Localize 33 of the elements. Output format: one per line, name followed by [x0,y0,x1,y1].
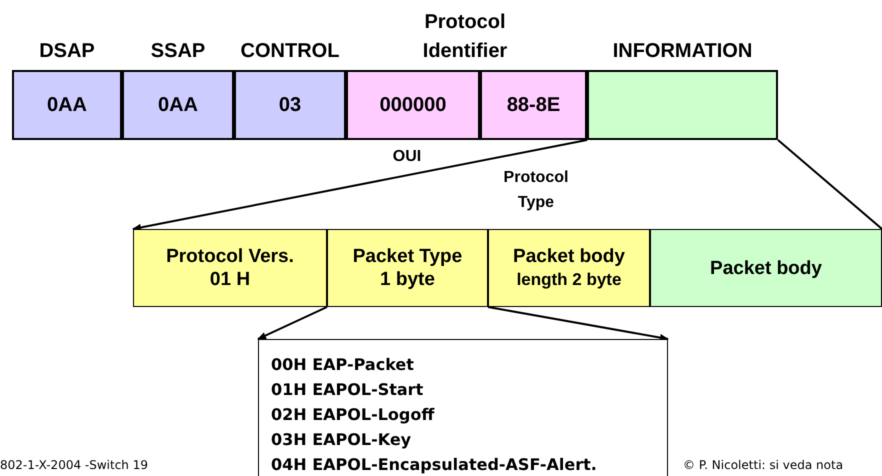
arrow [132,139,588,231]
footer-text: 802-1-X-2004 -Switch 19 [0,457,149,473]
frame-field [327,229,488,307]
field-text: length 2 byte [516,269,622,291]
group-heading: Protocol Identifier [422,10,508,64]
field-text: 1 byte [380,268,435,291]
arrow [488,306,669,342]
field-text: Packet Type [352,245,462,268]
field-name: DSAP [38,40,96,62]
packet-type-entry: 01H EAPOL-Start [271,379,424,401]
field-caption: OUI [392,147,422,167]
field-text: 01 H [210,268,250,291]
field-text: Packet body [513,245,625,268]
frame-field [133,229,327,307]
field-value: 000000 [380,93,446,117]
packet-type-entry: 02H EAPOL-Logoff [271,404,434,426]
packet-type-entry: 04H EAPOL-Encapsulated-ASF-Alert. [271,454,597,476]
field-text: Protocol Vers. [166,245,294,268]
frame-field [488,229,650,307]
frame-field [650,229,882,307]
copyright-note: © P. Nicoletti: si veda nota [683,457,844,473]
field-value: 88-8E [506,93,560,117]
arrow [257,306,328,340]
field-caption: Protocol Type [502,168,570,213]
packet-type-entry: 00H EAP-Packet [271,354,414,376]
packet-type-entry: 03H EAPOL-Key [271,429,412,451]
field-value: 0AA [46,93,87,117]
field-name: INFORMATION [612,40,754,62]
field-name: CONTROL [240,40,340,62]
packet-type-table [258,339,668,476]
field-value: 0AA [158,93,198,117]
field-text: Packet body [710,256,822,280]
field-value: 03 [278,93,302,117]
